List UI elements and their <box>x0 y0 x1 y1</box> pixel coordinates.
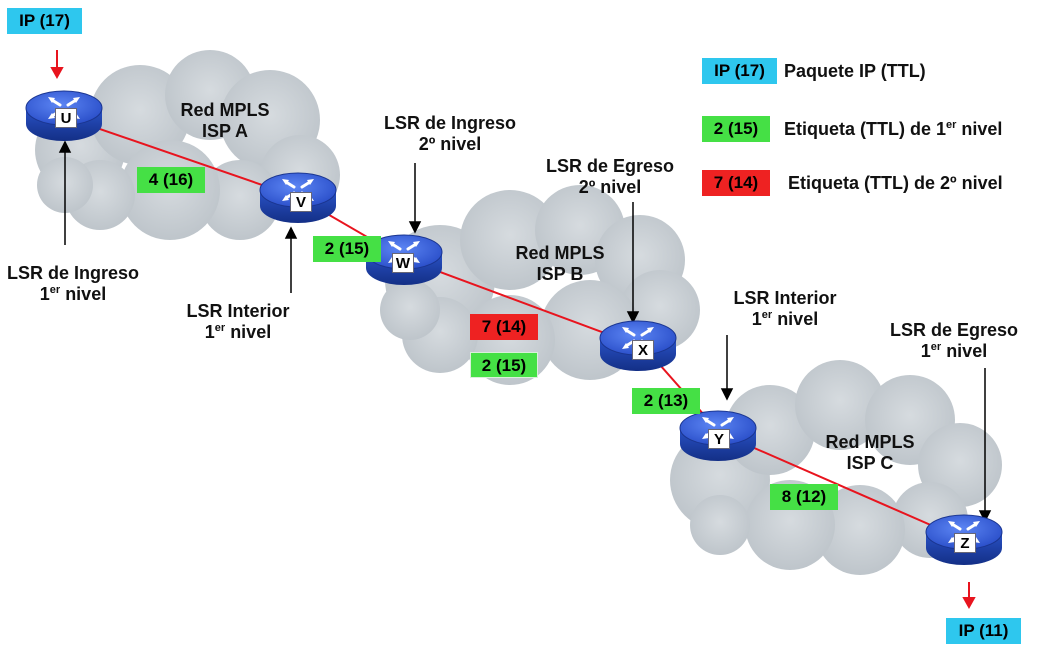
lsp-path <box>64 116 966 541</box>
ip-packet-in: IP (17) <box>7 8 82 34</box>
router-w-label: W <box>392 253 414 273</box>
router-y-label: Y <box>708 429 730 449</box>
label-wx-outer: 7 (14) <box>470 314 538 340</box>
label-xy: 2 (13) <box>632 388 700 414</box>
legend-level2-tag: 7 (14) <box>702 170 770 196</box>
label-yz: 8 (12) <box>770 484 838 510</box>
legend-ip-text: Paquete IP (TTL) <box>784 61 926 81</box>
legend-level1-text: Etiqueta (TTL) de 1er nivel <box>784 119 1003 139</box>
legend-level2-text: Etiqueta (TTL) de 2º nivel <box>788 173 1003 193</box>
router-x-label: X <box>632 340 654 360</box>
annotation-lsr-y: LSR Interior 1er nivel <box>733 288 837 329</box>
label-uv: 4 (16) <box>137 167 205 193</box>
legend-ip-tag: IP (17) <box>702 58 777 84</box>
router-u-label: U <box>55 108 77 128</box>
router-v-label: V <box>290 192 312 212</box>
ip-packet-out: IP (11) <box>946 618 1021 644</box>
router-z-label: Z <box>954 533 976 553</box>
label-wx-inner: 2 (15) <box>470 352 538 378</box>
legend-level1-tag: 2 (15) <box>702 116 770 142</box>
annotation-lsr-v: LSR Interior 1er nivel <box>186 301 290 342</box>
annotation-lsr-z: LSR de Egreso 1er nivel <box>889 320 1019 361</box>
label-vw: 2 (15) <box>313 236 381 262</box>
annotation-lsr-u: LSR de Ingreso 1er nivel <box>6 263 140 304</box>
